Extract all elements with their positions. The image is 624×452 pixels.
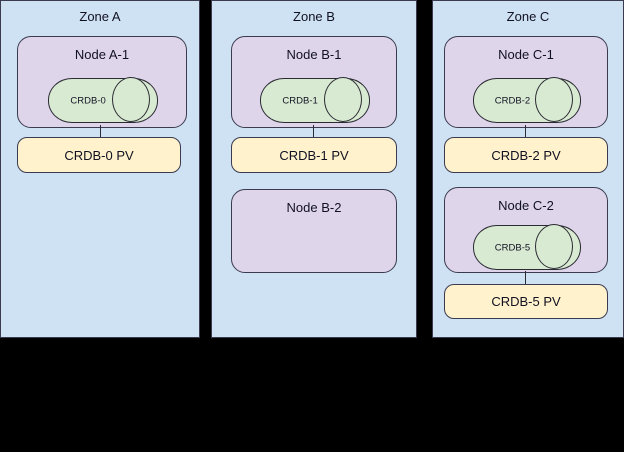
database-cylinder-crdb-1[interactable]: CRDB-1	[260, 77, 370, 123]
node-title-b-2: Node B-2	[286, 200, 342, 215]
cylinder-cap-icon	[535, 77, 573, 122]
pv-box-crdb-0[interactable]: CRDB-0 PV	[17, 137, 181, 173]
node-box-b-1[interactable]: Node B-1 CRDB-1	[231, 36, 397, 128]
pv-label-crdb-5: CRDB-5 PV	[491, 294, 561, 309]
node-title-b-1: Node B-1	[286, 47, 342, 62]
node-box-c-2[interactable]: Node C-2 CRDB-5	[444, 187, 608, 273]
database-cylinder-crdb-0[interactable]: CRDB-0	[48, 77, 158, 123]
zone-title-a: Zone A	[79, 9, 121, 24]
database-label-crdb-0: CRDB-0	[70, 95, 106, 106]
database-cylinder-crdb-5[interactable]: CRDB-5	[473, 224, 581, 270]
zone-title-b: Zone B	[293, 9, 335, 24]
zone-panel-b[interactable]: Zone B Node B-1 CRDB-1 CRDB-1 PV Node B-…	[211, 0, 417, 338]
zone-title-c: Zone C	[506, 9, 550, 24]
pv-box-crdb-2[interactable]: CRDB-2 PV	[444, 137, 608, 173]
node-box-b-2[interactable]: Node B-2	[231, 189, 397, 273]
node-box-c-1[interactable]: Node C-1 CRDB-2	[444, 36, 608, 128]
zone-panel-a[interactable]: Zone A Node A-1 CRDB-0 CRDB-0 PV	[0, 0, 200, 338]
pv-label-crdb-0: CRDB-0 PV	[64, 147, 134, 163]
database-label-crdb-5: CRDB-5	[494, 242, 531, 253]
node-box-a-1[interactable]: Node A-1 CRDB-0	[17, 36, 187, 128]
pv-label-crdb-1: CRDB-1 PV	[279, 147, 349, 163]
pv-label-crdb-2: CRDB-2 PV	[491, 147, 561, 163]
database-label-crdb-2: CRDB-2	[494, 95, 531, 106]
cylinder-cap-icon	[324, 77, 362, 122]
node-title-a-1: Node A-1	[74, 47, 130, 62]
node-title-c-1: Node C-1	[498, 47, 554, 62]
node-title-c-2: Node C-2	[498, 198, 554, 213]
connector-c-1	[525, 125, 526, 139]
cylinder-cap-icon	[112, 77, 150, 122]
cylinder-cap-icon	[535, 224, 573, 269]
pv-box-crdb-1[interactable]: CRDB-1 PV	[231, 137, 397, 173]
pv-box-crdb-5[interactable]: CRDB-5 PV	[444, 284, 608, 319]
database-label-crdb-1: CRDB-1	[282, 95, 318, 106]
connector-a-1	[100, 125, 101, 139]
zone-panel-c[interactable]: Zone C Node C-1 CRDB-2 CRDB-2 PV Node C-…	[432, 0, 624, 338]
connector-b-1	[313, 125, 314, 139]
database-cylinder-crdb-2[interactable]: CRDB-2	[473, 77, 581, 123]
connector-c-2	[525, 271, 526, 285]
